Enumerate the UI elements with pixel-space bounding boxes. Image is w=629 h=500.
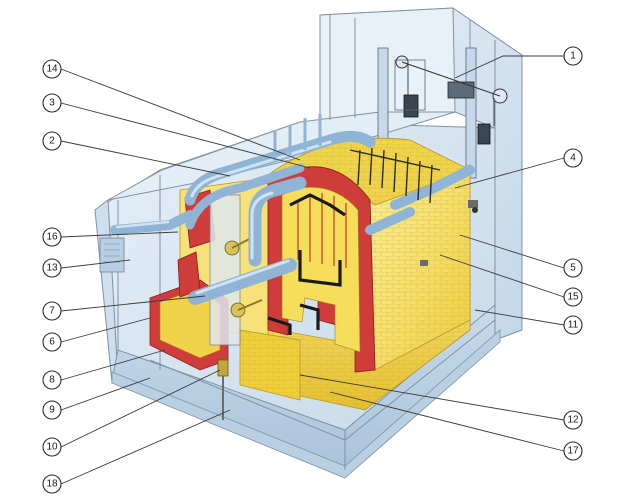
flue-duct-path <box>289 193 346 330</box>
firebrick-chamber-right <box>267 166 376 373</box>
callout-10: 10 <box>42 437 62 457</box>
callout-8: 8 <box>42 370 62 390</box>
pipework <box>110 114 475 305</box>
burner-assembly <box>209 194 263 420</box>
hoist-motor <box>447 81 475 99</box>
callout-15: 15 <box>563 287 583 307</box>
callout-18: 18 <box>42 474 62 494</box>
callout-12: 12 <box>563 410 583 430</box>
roof-heating-comb <box>349 147 441 204</box>
svg-text:7: 7 <box>49 306 55 317</box>
svg-text:9: 9 <box>49 405 55 416</box>
svg-text:4: 4 <box>570 153 576 164</box>
callout-17: 17 <box>563 441 583 461</box>
door-lift-mechanism <box>377 47 508 179</box>
side-brackets <box>420 200 478 266</box>
svg-text:5: 5 <box>570 263 576 274</box>
svg-text:8: 8 <box>49 375 55 386</box>
svg-text:12: 12 <box>567 415 579 426</box>
base-skirt <box>111 329 501 479</box>
callout-13: 13 <box>42 258 62 278</box>
svg-text:3: 3 <box>49 98 55 109</box>
roof-riser-pipes <box>273 114 322 160</box>
svg-text:17: 17 <box>567 446 579 457</box>
callout-11: 11 <box>563 315 583 335</box>
air-inlet-pipe <box>110 210 195 235</box>
callout-9: 9 <box>42 400 62 420</box>
svg-text:2: 2 <box>49 136 55 147</box>
leader-lines <box>60 55 565 485</box>
svg-text:16: 16 <box>46 232 58 243</box>
refractory-lining <box>179 137 472 411</box>
callout-6: 6 <box>42 332 62 352</box>
counterweight-right <box>477 123 491 145</box>
callout-3: 3 <box>42 93 62 113</box>
gas-valve <box>217 359 229 377</box>
svg-text:15: 15 <box>567 292 579 303</box>
callout-2: 2 <box>42 131 62 151</box>
control-panel <box>99 237 125 273</box>
svg-text:1: 1 <box>570 51 576 62</box>
callout-1: 1 <box>563 46 583 66</box>
callout-16: 16 <box>42 227 62 247</box>
svg-text:6: 6 <box>49 337 55 348</box>
callout-5: 5 <box>563 258 583 278</box>
callout-7: 7 <box>42 301 62 321</box>
callout-14: 14 <box>42 59 62 79</box>
callout-4: 4 <box>563 148 583 168</box>
svg-text:13: 13 <box>46 263 58 274</box>
hoist-cabinet <box>394 59 426 111</box>
svg-text:11: 11 <box>568 320 579 331</box>
svg-text:10: 10 <box>46 442 58 453</box>
svg-text:14: 14 <box>46 64 58 75</box>
counterweight-left <box>403 94 419 118</box>
cross-duct <box>188 258 297 305</box>
svg-text:18: 18 <box>46 479 58 490</box>
